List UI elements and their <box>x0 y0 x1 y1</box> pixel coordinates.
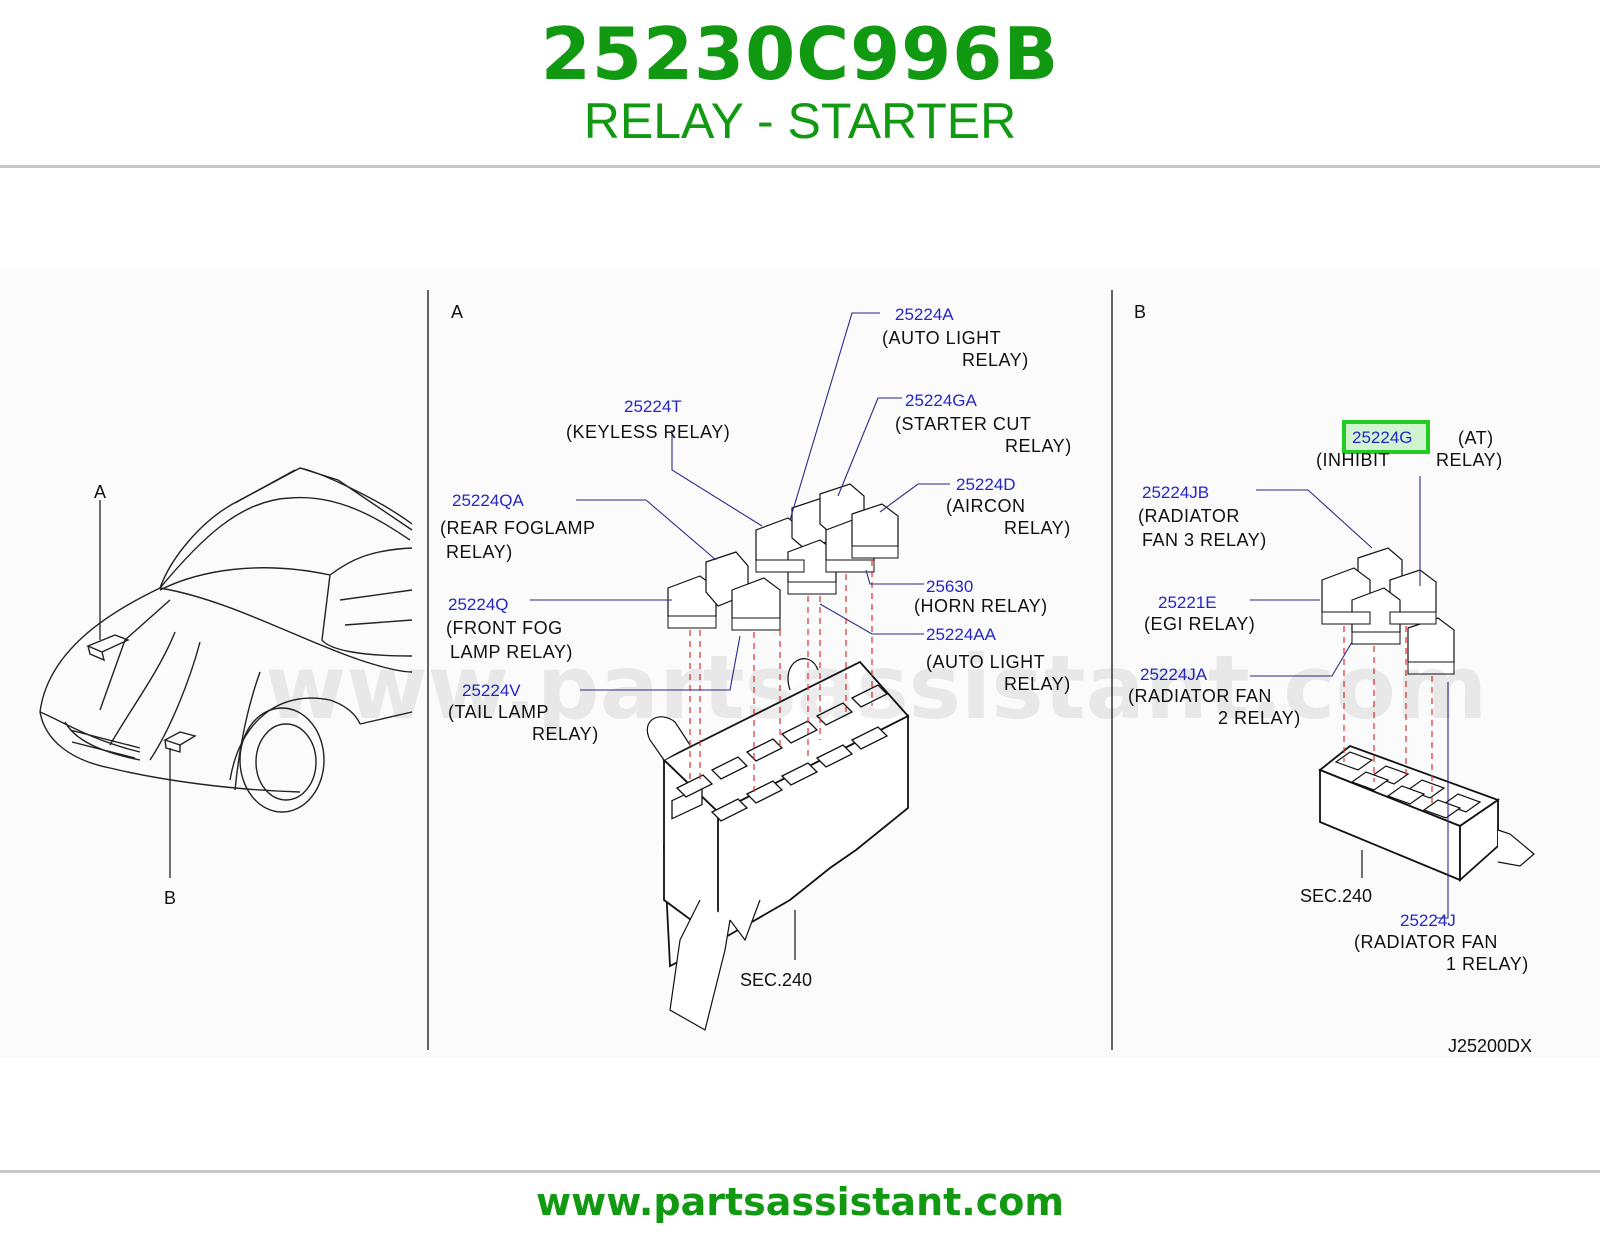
callout-code[interactable]: 25224D <box>956 475 1016 494</box>
header-divider <box>0 165 1600 168</box>
svg-text:RELAY): RELAY) <box>1436 450 1503 470</box>
svg-text:(TAIL LAMP: (TAIL LAMP <box>448 702 549 722</box>
svg-text:2 RELAY): 2 RELAY) <box>1218 708 1301 728</box>
relay-box-a <box>646 658 910 1031</box>
callout-code[interactable]: 25224JB <box>1142 483 1209 502</box>
callout-code[interactable]: 25224J <box>1400 911 1456 930</box>
callout-code[interactable]: 25224A <box>895 305 954 324</box>
car-illustration <box>39 467 413 878</box>
callout-25224t[interactable]: 25224T (KEYLESS RELAY) <box>566 397 730 442</box>
callout-25630[interactable]: 25630 (HORN RELAY) <box>914 577 1048 616</box>
svg-text:1 RELAY): 1 RELAY) <box>1446 954 1529 974</box>
svg-text:RELAY): RELAY) <box>1004 674 1071 694</box>
alignment-lines-b <box>1343 626 1433 808</box>
callout-code[interactable]: 25224GA <box>905 391 977 410</box>
svg-text:(REAR FOGLAMP: (REAR FOGLAMP <box>440 518 596 538</box>
svg-text:(STARTER CUT: (STARTER CUT <box>895 414 1031 434</box>
svg-text:(AIRCON: (AIRCON <box>946 496 1026 516</box>
callout-25224q[interactable]: 25224Q (FRONT FOG LAMP RELAY) <box>446 595 573 662</box>
callout-code[interactable]: 25224Q <box>448 595 509 614</box>
highlight-box <box>1342 420 1430 454</box>
svg-text:RELAY): RELAY) <box>532 724 599 744</box>
callout-25224ga[interactable]: 25224GA (STARTER CUT RELAY) <box>895 391 1072 456</box>
footer-url-link[interactable]: www.partsassistant.com <box>536 1180 1064 1224</box>
svg-text:(EGI RELAY): (EGI RELAY) <box>1144 614 1255 634</box>
callout-code[interactable]: 25224T <box>624 397 682 416</box>
svg-text:(AUTO LIGHT: (AUTO LIGHT <box>926 652 1045 672</box>
car-label-a: A <box>94 482 106 502</box>
callout-25224ja[interactable]: 25224JA (RADIATOR FAN 2 RELAY) <box>1128 665 1301 728</box>
svg-text:LAMP RELAY): LAMP RELAY) <box>450 642 573 662</box>
svg-text:(INHIBIT: (INHIBIT <box>1316 450 1390 470</box>
callout-25224aa[interactable]: 25224AA (AUTO LIGHT RELAY) <box>926 625 1071 694</box>
callout-code[interactable]: 25224V <box>462 681 521 700</box>
callout-code[interactable]: 25224G <box>1352 428 1413 447</box>
callout-code[interactable]: 25221E <box>1158 593 1217 612</box>
svg-text:(AT): (AT) <box>1458 428 1494 448</box>
callout-25221e[interactable]: 25221E (EGI RELAY) <box>1144 593 1255 634</box>
callout-25224qa[interactable]: 25224QA (REAR FOGLAMP RELAY) <box>440 491 596 562</box>
car-label-b: B <box>164 888 176 908</box>
callout-25224a[interactable]: 25224A (AUTO LIGHT RELAY) <box>882 305 1029 370</box>
relays-a <box>667 483 899 631</box>
callout-25224v[interactable]: 25224V (TAIL LAMP RELAY) <box>448 681 599 744</box>
svg-text:RELAY): RELAY) <box>1005 436 1072 456</box>
callout-code[interactable]: 25224QA <box>452 491 524 510</box>
diagram-code: J25200DX <box>1448 1036 1532 1056</box>
callout-25224d[interactable]: 25224D (AIRCON RELAY) <box>946 475 1071 538</box>
svg-text:(RADIATOR FAN: (RADIATOR FAN <box>1128 686 1272 706</box>
relay-box-b <box>1318 744 1535 883</box>
leader-lines-b <box>1250 476 1449 919</box>
svg-text:RELAY): RELAY) <box>1004 518 1071 538</box>
callout-25224jb[interactable]: 25224JB (RADIATOR FAN 3 RELAY) <box>1138 483 1267 550</box>
watermark: www.partsassistant.com <box>265 636 1488 739</box>
section-a-sec-label: SEC.240 <box>740 970 812 990</box>
page-header: 25230C996B RELAY - STARTER <box>0 0 1600 168</box>
svg-text:(KEYLESS RELAY): (KEYLESS RELAY) <box>566 422 730 442</box>
svg-text:(AUTO LIGHT: (AUTO LIGHT <box>882 328 1001 348</box>
svg-text:(HORN RELAY): (HORN RELAY) <box>914 596 1048 616</box>
callout-25224j[interactable]: 25224J (RADIATOR FAN 1 RELAY) <box>1354 911 1529 974</box>
footer-divider <box>0 1170 1600 1173</box>
svg-text:(RADIATOR FAN: (RADIATOR FAN <box>1354 932 1498 952</box>
callout-code[interactable]: 25224AA <box>926 625 997 644</box>
callout-code[interactable]: 25224JA <box>1140 665 1208 684</box>
svg-text:RELAY): RELAY) <box>962 350 1029 370</box>
relays-b <box>1321 547 1455 675</box>
svg-text:(FRONT FOG: (FRONT FOG <box>446 618 563 638</box>
svg-text:RELAY): RELAY) <box>446 542 513 562</box>
callout-code[interactable]: 25630 <box>926 577 973 596</box>
part-name: RELAY - STARTER <box>583 93 1017 149</box>
leader-lines-a <box>530 312 950 691</box>
section-b-sec-label: SEC.240 <box>1300 886 1372 906</box>
svg-text:FAN 3 RELAY): FAN 3 RELAY) <box>1142 530 1267 550</box>
svg-text:(RADIATOR: (RADIATOR <box>1138 506 1240 526</box>
part-number: 25230C996B <box>540 12 1060 96</box>
section-a-title: A <box>451 302 463 322</box>
section-b-title: B <box>1134 302 1146 322</box>
callout-25224g[interactable]: 25224G (AT) (INHIBIT RELAY) <box>1316 420 1503 470</box>
